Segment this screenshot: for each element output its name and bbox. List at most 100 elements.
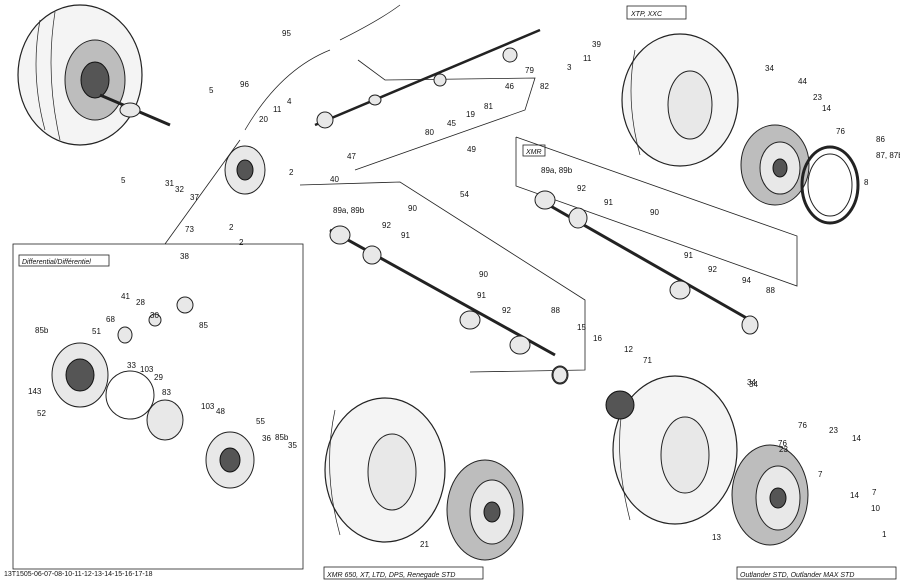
part-number-label: 92 <box>577 184 586 193</box>
part-number-label: 33 <box>127 361 136 370</box>
part-number-label: 28 <box>136 298 145 307</box>
beadlock-ring <box>800 145 860 225</box>
part-number-label: 15 <box>577 323 586 332</box>
part-number-label: 73 <box>185 225 194 234</box>
part-number-label: 23 <box>813 93 822 102</box>
part-number-label: 89a, 89b <box>541 166 573 175</box>
part-number-label: 37 <box>190 193 199 202</box>
part-number-label: 85b <box>35 326 49 335</box>
part-number-label: 49 <box>467 145 476 154</box>
xtp-xxc-label: XTP, XXC <box>630 11 663 18</box>
part-number-label: 143 <box>28 387 42 396</box>
part-number-label: 14 <box>852 434 861 443</box>
part-number-label: 90 <box>650 208 659 217</box>
part-number-label: 91 <box>684 251 693 260</box>
outlander-box <box>736 566 897 580</box>
part-number-label: 94 <box>742 276 751 285</box>
xmr-box <box>522 144 546 157</box>
part-number-label: 14 <box>822 104 831 113</box>
part-number-label: 14 <box>850 491 859 500</box>
part-number-label: 11 <box>583 54 592 63</box>
part-number-label: 19 <box>466 110 475 119</box>
part-number-label: 16 <box>593 334 602 343</box>
vent-hose <box>339 4 401 41</box>
part-number-label: 88 <box>766 286 775 295</box>
part-number-label: 35 <box>288 441 297 450</box>
xtp-xxc-box <box>626 5 687 20</box>
wheel-bottom-right <box>612 375 738 525</box>
xmr-group-frame <box>515 136 798 287</box>
differential-label: Differential/Différentiel <box>22 259 91 266</box>
part-number-label: 34 <box>747 378 756 387</box>
wheel-bottom-middle <box>324 397 446 543</box>
part-number-label: 39 <box>592 40 601 49</box>
part-number-label: 7 <box>818 470 823 479</box>
part-number-label: 54 <box>460 190 469 199</box>
part-number-label: 83 <box>162 388 171 397</box>
rim-bottom-right <box>731 444 809 546</box>
part-number-label: 21 <box>420 540 429 549</box>
part-number-label: 92 <box>708 265 717 274</box>
part-number-label: 76 <box>836 127 845 136</box>
differential-housing <box>51 296 255 489</box>
propeller-shaft <box>314 28 541 129</box>
part-number-label: 34 <box>765 64 774 73</box>
part-number-label: 103 <box>140 365 154 374</box>
drive-axle-left <box>99 93 171 127</box>
part-number-label: 47 <box>347 152 356 161</box>
wheel-top-right <box>621 33 739 167</box>
part-number-label: 36 <box>262 434 271 443</box>
part-number-label: 3 <box>567 63 572 72</box>
part-number-label: 2 <box>289 168 294 177</box>
part-number-label: 68 <box>106 315 115 324</box>
part-number-label: 8 <box>864 178 869 187</box>
part-number-label: 5 <box>121 176 126 185</box>
xmr650-label: XMR 650, XT, LTD, DPS, Renegade STD <box>326 572 455 579</box>
part-number-label: 103 <box>201 402 215 411</box>
part-number-label: 38 <box>180 252 189 261</box>
part-number-label: 7 <box>872 488 877 497</box>
part-number-label: 89a, 89b <box>333 206 365 215</box>
part-number-label: 90 <box>408 204 417 213</box>
knuckle-left <box>224 145 266 195</box>
part-number-label: 23 <box>829 426 838 435</box>
part-number-label: 5 <box>209 86 214 95</box>
part-number-label: 10 <box>871 504 880 513</box>
part-number-label: 30 <box>150 311 159 320</box>
part-number-label: 71 <box>643 356 652 365</box>
part-number-label: 79 <box>525 66 534 75</box>
part-number-label: 95 <box>282 29 291 38</box>
part-number-label: 52 <box>37 409 46 418</box>
part-number-label: 81 <box>484 102 493 111</box>
part-number-label: 12 <box>624 345 633 354</box>
differential-box <box>18 254 110 267</box>
part-number-label: 2 <box>229 223 234 232</box>
front-axle-shaft <box>329 225 569 385</box>
part-number-label: 44 <box>0 0 9 2</box>
part-number-label: 40 <box>330 175 339 184</box>
part-number-label: 32 <box>175 185 184 194</box>
part-number-label: 87, 87b <box>876 151 900 160</box>
part-number-label: 2 <box>239 238 244 247</box>
part-number-label: 88 <box>551 306 560 315</box>
vent-hose-2 <box>244 49 331 131</box>
part-number-label: 91 <box>604 198 613 207</box>
part-number-label: 31 <box>165 179 174 188</box>
part-number-label: 90 <box>479 270 488 279</box>
part-number-label: 48 <box>216 407 225 416</box>
part-number-label: 86 <box>876 135 885 144</box>
part-number-label: 44 <box>798 77 807 86</box>
hub-right <box>552 366 635 420</box>
part-number-label: 80 <box>425 128 434 137</box>
part-number-label: 76 <box>778 439 787 448</box>
part-number-label: 29 <box>154 373 163 382</box>
part-number-label: 45 <box>447 119 456 128</box>
part-number-label: 55 <box>256 417 265 426</box>
document-id: 13T1505-06-07-08-10-11-12-13-14-15-16-17… <box>4 571 153 578</box>
xmr650-box <box>323 566 484 580</box>
differential-frame <box>12 243 304 570</box>
part-number-label: 92 <box>382 221 391 230</box>
part-number-label: 41 <box>121 292 130 301</box>
part-number-label: 91 <box>477 291 486 300</box>
